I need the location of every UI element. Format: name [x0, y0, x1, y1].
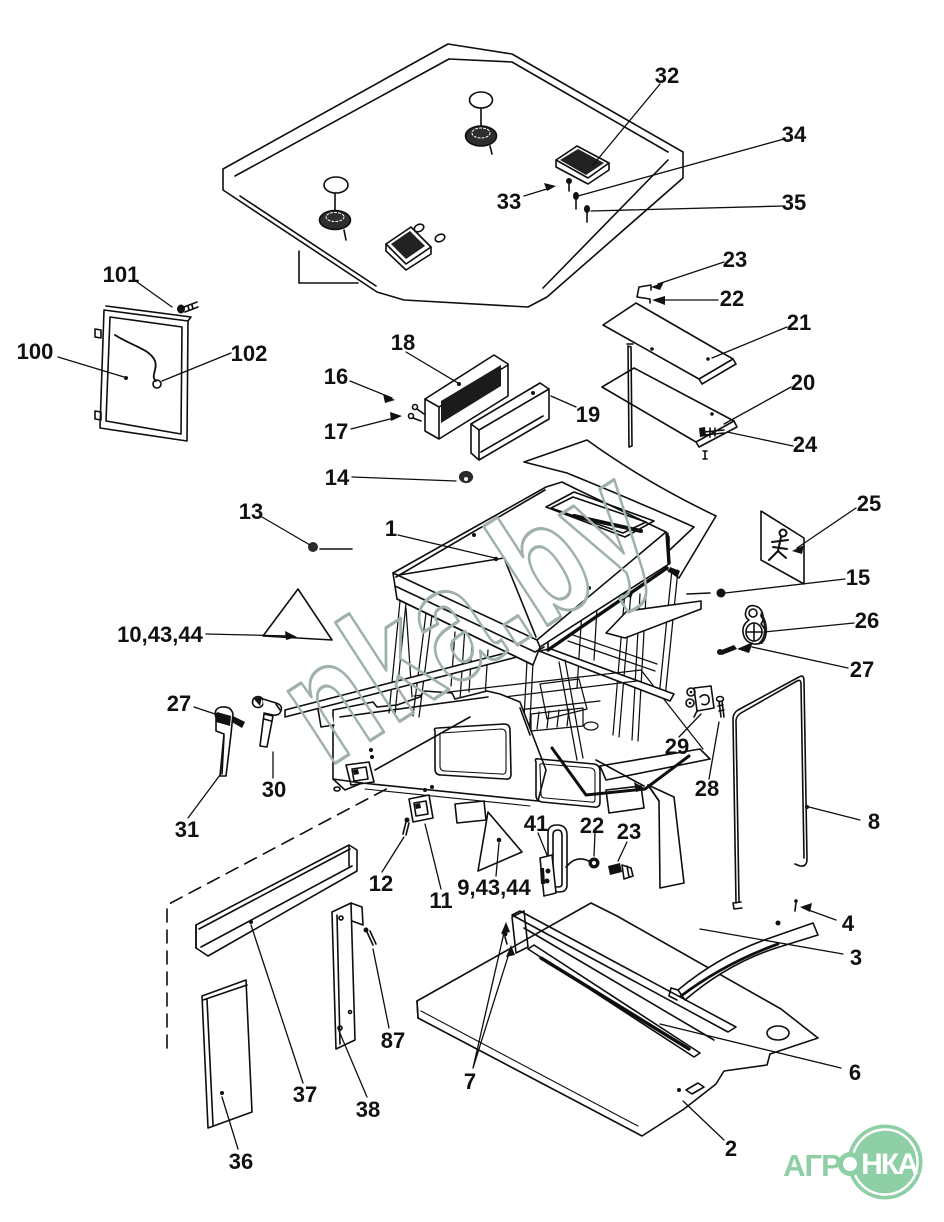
- svg-text:23: 23: [723, 247, 747, 272]
- svg-text:АГР: АГР: [783, 1148, 841, 1183]
- svg-text:12: 12: [369, 871, 393, 896]
- svg-text:101: 101: [103, 262, 140, 287]
- svg-text:26: 26: [855, 608, 879, 633]
- svg-text:37: 37: [293, 1082, 317, 1107]
- svg-text:29: 29: [665, 734, 689, 759]
- svg-text:22: 22: [580, 813, 604, 838]
- svg-text:7: 7: [464, 1069, 476, 1094]
- svg-text:3: 3: [850, 945, 862, 970]
- svg-text:36: 36: [229, 1149, 253, 1174]
- svg-text:4: 4: [842, 911, 855, 936]
- svg-text:27: 27: [167, 691, 191, 716]
- svg-text:32: 32: [655, 63, 679, 88]
- svg-text:2: 2: [725, 1136, 737, 1161]
- svg-text:16: 16: [324, 364, 348, 389]
- svg-text:34: 34: [782, 122, 807, 147]
- svg-text:24: 24: [793, 432, 818, 457]
- svg-text:8: 8: [868, 809, 880, 834]
- svg-text:НКА: НКА: [861, 1148, 918, 1181]
- svg-text:30: 30: [262, 777, 286, 802]
- svg-text:11: 11: [429, 888, 452, 913]
- svg-text:38: 38: [356, 1097, 380, 1122]
- svg-text:22: 22: [720, 286, 744, 311]
- svg-text:102: 102: [231, 341, 268, 366]
- svg-text:15: 15: [846, 565, 870, 590]
- svg-text:1: 1: [385, 516, 397, 541]
- svg-text:23: 23: [617, 819, 641, 844]
- svg-text:33: 33: [497, 189, 521, 214]
- svg-text:17: 17: [324, 419, 348, 444]
- svg-text:41: 41: [524, 811, 548, 836]
- svg-text:25: 25: [857, 491, 881, 516]
- svg-text:18: 18: [391, 330, 415, 355]
- svg-text:28: 28: [695, 776, 719, 801]
- svg-text:27: 27: [850, 657, 874, 682]
- svg-text:87: 87: [381, 1028, 405, 1053]
- svg-text:19: 19: [576, 402, 600, 427]
- svg-text:9,43,44: 9,43,44: [457, 875, 531, 900]
- svg-text:20: 20: [791, 370, 815, 395]
- svg-text:6: 6: [849, 1060, 861, 1085]
- svg-text:35: 35: [782, 190, 806, 215]
- svg-text:10,43,44: 10,43,44: [117, 622, 203, 647]
- svg-text:13: 13: [239, 499, 263, 524]
- svg-text:31: 31: [175, 817, 199, 842]
- svg-text:14: 14: [325, 465, 350, 490]
- svg-text:21: 21: [787, 310, 811, 335]
- svg-text:100: 100: [17, 339, 54, 364]
